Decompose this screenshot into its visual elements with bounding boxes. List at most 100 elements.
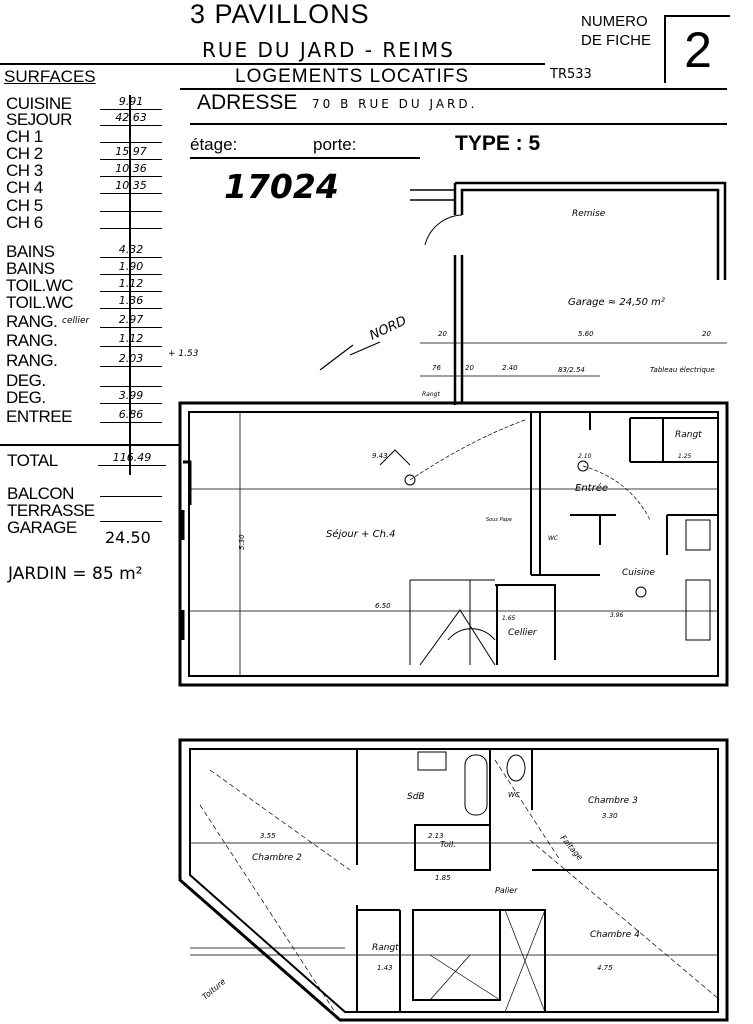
surface-value: 3.99 (100, 390, 162, 404)
surface-label: SEJOUR (6, 110, 72, 129)
surface-note: + 1.53 (168, 349, 199, 359)
surface-label: CH 5 (6, 196, 43, 215)
surface-value: 6.86 (100, 409, 162, 423)
dim-label: 2.13 (428, 832, 444, 840)
divider (190, 123, 727, 125)
room-remise: Remise (572, 209, 606, 219)
room-chambre-2: Chambre 2 (252, 853, 302, 863)
porte-label: porte: (313, 135, 357, 154)
surface-label: CH 2 (6, 144, 43, 163)
room-rangement: Rangt (675, 430, 702, 440)
surface-label: BAINS (6, 259, 55, 278)
room-sdb: SdB (407, 792, 425, 802)
dim-label: 5.60 (578, 330, 594, 338)
surface-label: ENTREE (6, 407, 72, 426)
garage-label: GARAGE (7, 518, 77, 537)
fiche-label-1: NUMERO (581, 13, 648, 30)
divider (190, 157, 420, 159)
garage-value: 24.50 (105, 528, 151, 547)
address-value: 70 B RUE DU JARD. (312, 97, 478, 111)
surface-label: CUISINE (6, 94, 72, 113)
program-label: LOGEMENTS LOCATIFS (235, 66, 470, 87)
column-rule (129, 95, 131, 475)
project-street: RUE DU JARD - REIMS (202, 38, 455, 62)
surface-value: 1.90 (100, 261, 162, 275)
rangement-label: Rangt (422, 391, 440, 398)
surface-label: DEG. (6, 371, 46, 390)
toiture-label: Toiture (201, 977, 228, 1002)
north-label: NORD (367, 314, 409, 344)
room-cuisine: Cuisine (622, 568, 655, 578)
surface-label: CH 1 (6, 127, 43, 146)
room-entree: Entrée (575, 482, 608, 494)
room-wc: WC (548, 535, 559, 542)
type-label: TYPE : 5 (455, 132, 541, 155)
surface-label: TOIL.WC (6, 293, 74, 312)
room-garage: Garage ≈ 24,50 m² (568, 297, 665, 308)
room-palier: Palier (495, 886, 518, 895)
dim-label: 20 (702, 330, 711, 338)
dim-label: 83/2.54 (558, 366, 585, 374)
surface-value (100, 198, 162, 212)
dim-label: 3.30 (602, 812, 618, 820)
fiche-label-2: DE FICHE (581, 32, 652, 49)
room-chambre-4: Chambre 4 (590, 930, 640, 940)
tableau-electrique-label: Tableau électrique (650, 366, 715, 374)
divider (0, 63, 545, 65)
total-value: 116.49 (98, 452, 166, 466)
dim-label: 5.30 (238, 534, 246, 550)
surface-label: CH 4 (6, 178, 43, 197)
surfaces-title: SURFACES (4, 67, 96, 86)
room-toilette: Toil. (440, 840, 456, 849)
surface-value: 1.12 (100, 333, 162, 347)
room-rangement: Rangt (372, 943, 399, 953)
dim-label: 3.55 (260, 832, 276, 840)
divider (180, 88, 727, 90)
surface-value: 10.36 (100, 163, 162, 177)
etage-label: étage: (190, 135, 238, 154)
surface-label: RANG. (6, 312, 58, 331)
faitage-label: Faîtage (558, 834, 584, 863)
surface-label: RANG. (6, 331, 58, 350)
upper-floor-walls (178, 738, 729, 1022)
divider (0, 444, 180, 446)
surface-value: 1.12 (100, 278, 162, 292)
balcon-value (100, 483, 162, 497)
garage-walls (319, 181, 727, 405)
dim-label: 20 (438, 330, 447, 338)
address-label: ADRESSE (197, 91, 298, 114)
surface-value: 2.03 (100, 353, 162, 367)
terrasse-label: TERRASSE (7, 501, 95, 520)
room-chambre-3: Chambre 3 (588, 796, 638, 806)
dim-label: 1.43 (377, 964, 393, 972)
surface-value: 4.32 (100, 244, 162, 258)
room-sejour: Séjour + Ch.4 (326, 528, 395, 540)
room-wc: WC (508, 791, 520, 799)
dim-label: 1.85 (435, 874, 451, 882)
total-label: TOTAL (7, 451, 58, 470)
file-code: 17024 (224, 167, 339, 206)
terrasse-value (100, 508, 162, 522)
surface-value (100, 129, 162, 143)
fiche-number: 2 (664, 15, 730, 83)
surface-value (100, 373, 162, 387)
surface-label: CH 3 (6, 161, 43, 180)
surface-value: 10.35 (100, 180, 162, 194)
surface-value: 15.97 (100, 146, 162, 160)
surface-label: BAINS (6, 242, 55, 261)
surface-note: cellier (62, 316, 90, 326)
reference-code: TR533 (550, 67, 592, 82)
ground-floor-walls (178, 401, 729, 687)
dim-label: 6.50 (375, 602, 391, 610)
surface-label: DEG. (6, 388, 46, 407)
dim-label: 76 (432, 364, 441, 372)
surface-value (100, 215, 162, 229)
dim-label: 1.25 (678, 453, 692, 460)
surface-label: CH 6 (6, 213, 43, 232)
dim-label: 9.43 (372, 452, 388, 460)
surface-value: 42.63 (100, 112, 162, 126)
balcon-label: BALCON (7, 484, 74, 503)
surface-value: 1.36 (100, 295, 162, 309)
room-cellier: Cellier (508, 628, 538, 638)
